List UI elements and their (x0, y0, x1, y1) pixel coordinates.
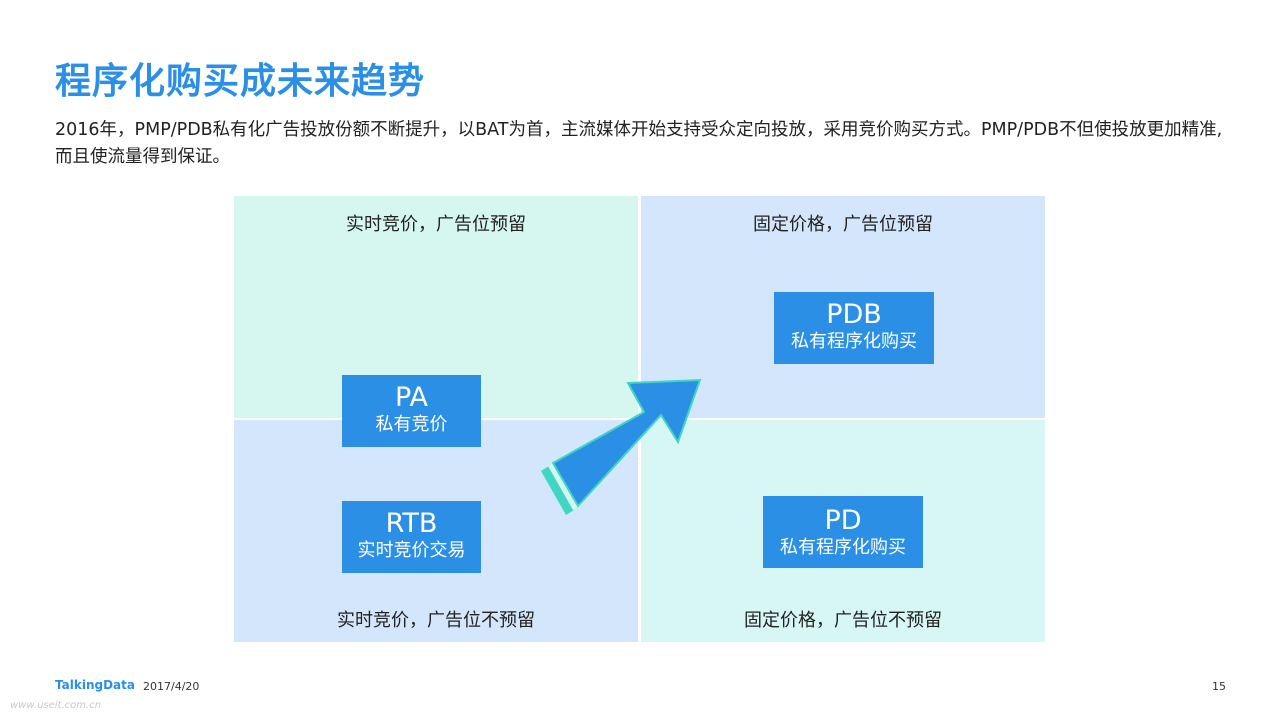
rtb-description: 实时竞价交易 (357, 540, 466, 561)
pd-description: 私有程序化购买 (780, 537, 906, 558)
quadrant-label-bottom-left: 实时竞价，广告位不预留 (337, 610, 535, 631)
footer-date: 2017/4/20 (143, 680, 200, 693)
pdb-box: PDB 私有程序化购买 (774, 292, 934, 364)
quadrant-label-top-left: 实时竞价，广告位预留 (346, 214, 526, 235)
quadrant-label-bottom-right: 固定价格，广告位不预留 (744, 610, 942, 631)
pa-box: PA 私有竞价 (342, 375, 481, 447)
pd-title: PD (824, 505, 862, 536)
pa-description: 私有竞价 (375, 414, 448, 435)
rtb-box: RTB 实时竞价交易 (342, 501, 481, 573)
pa-title: PA (394, 382, 429, 413)
watermark: www.useit.com.cn (10, 700, 102, 711)
talkingdata-logo: TalkingData (55, 678, 135, 692)
page-title: 程序化购买成未来趋势 (55, 61, 426, 102)
rtb-title: RTB (385, 508, 438, 539)
page-number: 15 (1212, 680, 1226, 693)
pdb-title: PDB (826, 299, 882, 330)
pd-box: PD 私有程序化购买 (763, 496, 923, 568)
pdb-description: 私有程序化购买 (791, 331, 917, 352)
page-description: 2016年，PMP/PDB私有化广告投放份额不断提升，以BAT为首，主流媒体开始… (55, 120, 1223, 167)
quadrant-label-top-right: 固定价格，广告位预留 (753, 214, 933, 235)
